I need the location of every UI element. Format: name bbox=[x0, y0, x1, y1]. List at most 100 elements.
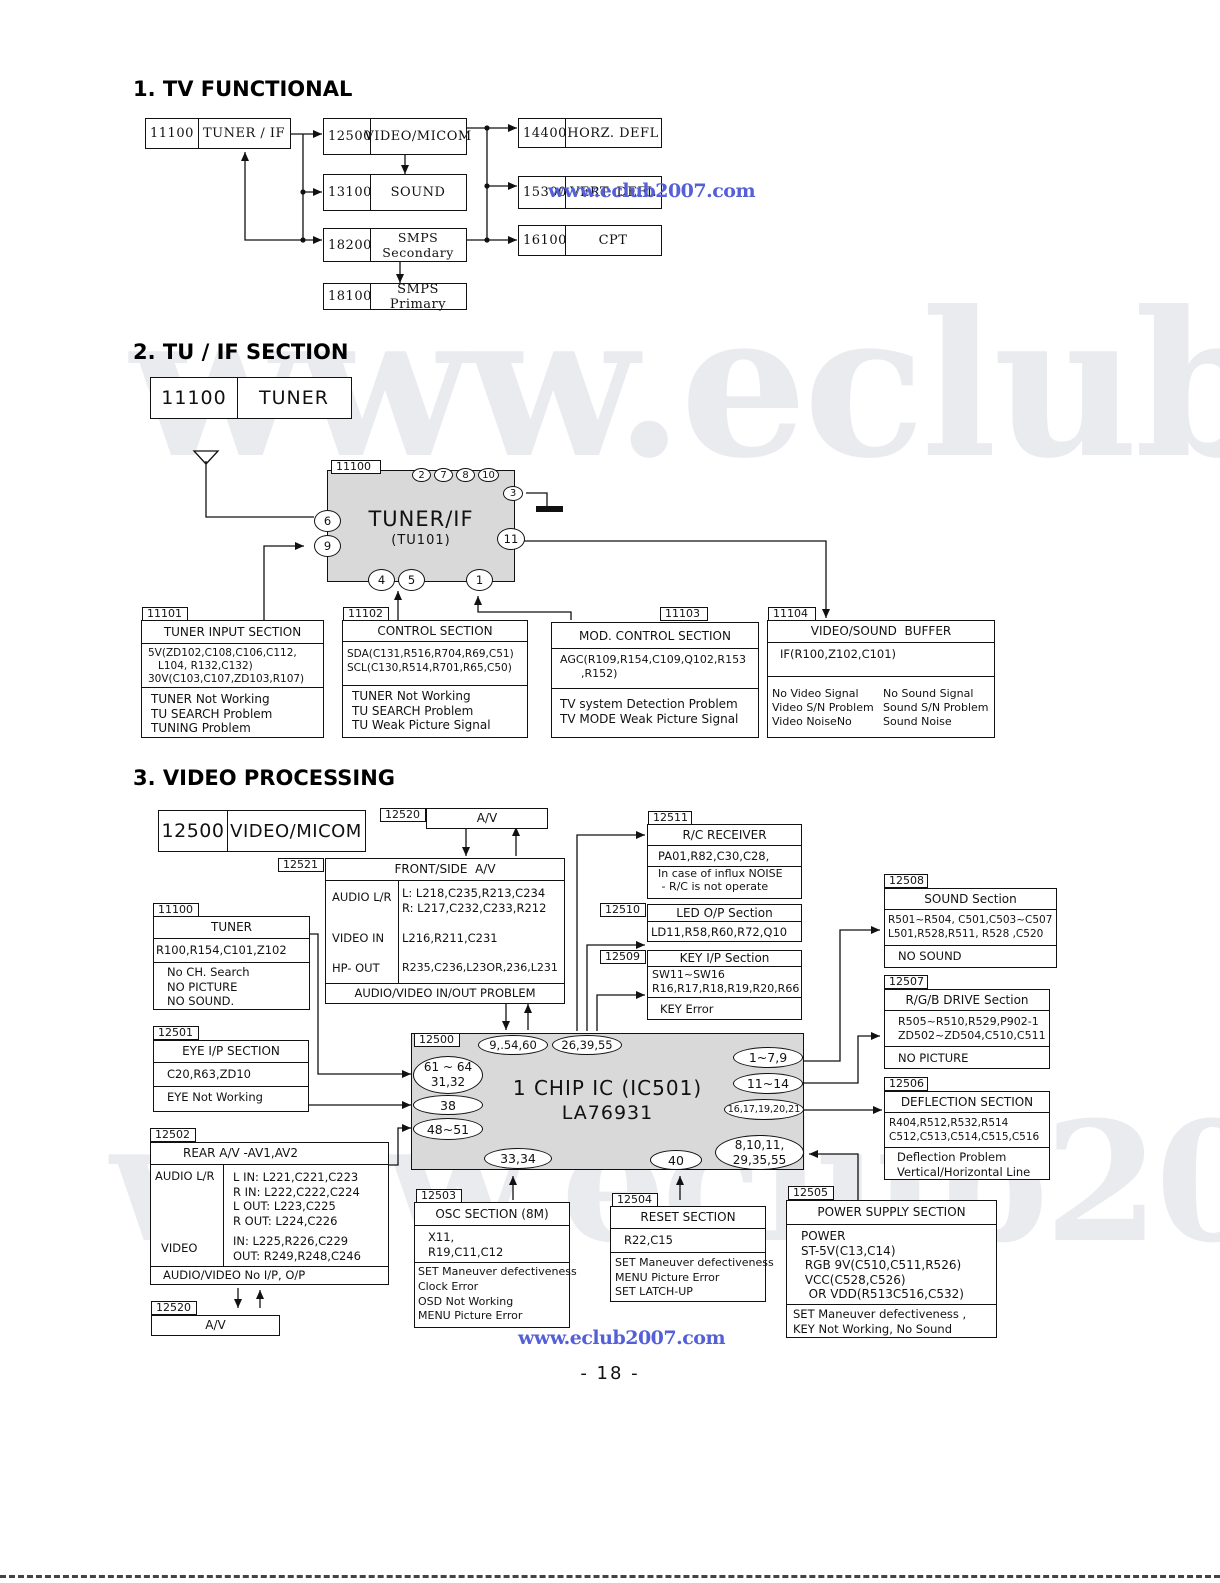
tuner-input-section: TUNER INPUT SECTION 5V(ZD102,C108,C106,C… bbox=[141, 620, 324, 738]
ic-tag: 12500 bbox=[414, 1033, 460, 1047]
block-code: 12500 bbox=[328, 129, 372, 144]
box-parts: 5V(ZD102,C108,C106,C112, L104, R132,C132… bbox=[148, 647, 305, 685]
tag-12504: 12504 bbox=[612, 1193, 658, 1207]
block-label: VERT. DEFL bbox=[569, 185, 657, 200]
tuner-title: TUNER/IF bbox=[368, 507, 474, 531]
block-sound: 13100 SOUND bbox=[323, 174, 467, 211]
box-parts: IF(R100,Z102,C101) bbox=[780, 647, 897, 661]
box-parts: LD11,R58,R60,R72,Q10 bbox=[651, 925, 788, 939]
block-horz-defl: 14400 HORZ. DEFL bbox=[518, 118, 662, 148]
audio-val: L IN: L221,C221,C223 R IN: L222,C222,C22… bbox=[233, 1170, 360, 1228]
box-parts: SW11~SW16 R16,R17,R18,R19,R20,R66 bbox=[652, 968, 800, 995]
tag-12510: 12510 bbox=[600, 903, 646, 917]
block-code: 11100 bbox=[150, 126, 194, 141]
block-label: HORZ. DEFL bbox=[567, 125, 659, 141]
box-symptoms: TV system Detection Problem TV MODE Weak… bbox=[560, 697, 739, 726]
page-number: - 18 - bbox=[580, 1363, 640, 1384]
box-symptoms: EYE Not Working bbox=[167, 1090, 263, 1104]
block-tuner-if: 11100 TUNER / IF bbox=[145, 118, 291, 149]
control-section: CONTROL SECTION SDA(C131,R516,R704,R69,C… bbox=[342, 620, 528, 738]
title-label: TUNER bbox=[259, 387, 329, 409]
box-parts: R22,C15 bbox=[624, 1233, 673, 1247]
row-video-key: VIDEO IN bbox=[332, 931, 385, 945]
box-title: FRONT/SIDE A/V bbox=[394, 862, 496, 876]
box-title: MOD. CONTROL SECTION bbox=[579, 629, 731, 643]
ic-pin-l1: 61 ~ 64 31,32 bbox=[413, 1056, 483, 1094]
ic-pin-b1: 33,34 bbox=[484, 1148, 552, 1169]
tuner-box: TUNER R100,R154,C101,Z102 No CH. Search … bbox=[153, 916, 310, 1010]
tuner-sub: (TU101) bbox=[391, 533, 451, 548]
box-title: LED O/P Section bbox=[676, 906, 773, 920]
box-symptoms-video: No Video Signal Video S/N Problem Video … bbox=[772, 687, 874, 728]
pin-11: 11 bbox=[497, 528, 525, 550]
block-code: 18200 bbox=[328, 237, 372, 253]
box-title: DEFLECTION SECTION bbox=[900, 1095, 1034, 1109]
mod-control-section: MOD. CONTROL SECTION AGC(R109,R154,C109,… bbox=[551, 622, 759, 738]
ic-pin-l3: 48~51 bbox=[413, 1118, 483, 1140]
box-symptoms-sound: No Sound Signal Sound S/N Problem Sound … bbox=[883, 687, 989, 728]
pin-9: 9 bbox=[314, 535, 341, 557]
video-val: IN: L225,R226,C229 OUT: R249,R248,C246 bbox=[233, 1234, 361, 1263]
box-parts: C20,R63,ZD10 bbox=[167, 1067, 251, 1081]
rear-av: REAR A/V -AV1,AV2 AUDIO L/R L IN: L221,C… bbox=[150, 1142, 389, 1285]
tag-12502: 12502 bbox=[150, 1128, 196, 1142]
tag-11102: 11102 bbox=[343, 607, 389, 621]
block-code: 15300 bbox=[523, 185, 567, 200]
box-title: CONTROL SECTION bbox=[377, 624, 493, 638]
box-parts: R505~R510,R529,P902-1 ZD502~ZD504,C510,C… bbox=[898, 1015, 1046, 1042]
box-parts: SDA(C131,R516,R704,R69,C51) SCL(C130,R51… bbox=[347, 648, 514, 674]
block-label: TUNER / IF bbox=[202, 126, 286, 141]
box-title: R/G/B DRIVE Section bbox=[905, 993, 1029, 1007]
ic-pin-b2: 40 bbox=[650, 1150, 702, 1170]
pin-6: 6 bbox=[314, 510, 341, 532]
eye-ip-section: EYE I/P SECTION C20,R63,ZD10 EYE Not Wor… bbox=[153, 1040, 309, 1112]
watermark-small-top: www.eclub2007.com bbox=[548, 180, 756, 202]
box-symptoms: SET Maneuver defectiveness Clock Error O… bbox=[418, 1265, 577, 1323]
pin-1: 1 bbox=[466, 569, 493, 591]
box-parts: PA01,R82,C30,C28, bbox=[658, 849, 770, 863]
block-label: SOUND bbox=[390, 185, 446, 200]
box-symptoms: TUNER Not Working TU SEARCH Problem TU W… bbox=[352, 689, 491, 732]
title-code: 11100 bbox=[161, 387, 227, 409]
box-symptoms: TUNER Not Working TU SEARCH Problem TUNI… bbox=[151, 692, 273, 735]
box-title: POWER SUPPLY SECTION bbox=[817, 1205, 966, 1219]
block-label: SMPS Secondary bbox=[382, 230, 454, 260]
box-parts: R501~R504, C501,C503~C507 L501,R528,R511… bbox=[888, 914, 1053, 940]
tag-12520-top: 12520 bbox=[380, 808, 426, 822]
box-parts: X11, R19,C11,C12 bbox=[428, 1230, 504, 1259]
tag-12521: 12521 bbox=[278, 858, 324, 872]
box-title: VIDEO/SOUND BUFFER bbox=[810, 624, 952, 638]
box-symptoms: No CH. Search NO PICTURE NO SOUND. bbox=[167, 965, 250, 1008]
block-label: CPT bbox=[598, 233, 628, 248]
av-top-label: A/V bbox=[476, 811, 498, 825]
ic-pin-r3: 16,17,19,20,21 bbox=[724, 1099, 804, 1120]
key-ip-section: KEY I/P Section SW11~SW16 R16,R17,R18,R1… bbox=[647, 950, 802, 1020]
front-side-av: FRONT/SIDE A/V AUDIO L/R L: L218,C235,R2… bbox=[325, 858, 565, 1004]
ic-title: 1 CHIP IC (IC501) bbox=[512, 1076, 703, 1100]
ic-pin-top2: 26,39,55 bbox=[552, 1035, 622, 1055]
av-bottom-label: A/V bbox=[205, 1318, 226, 1332]
box-symptoms: NO SOUND bbox=[898, 949, 962, 963]
section3-title-box: 12500 VIDEO/MICOM bbox=[158, 810, 366, 852]
box-title: TUNER bbox=[210, 920, 252, 934]
box-symptoms: In case of influx NOISE - R/C is not ope… bbox=[658, 867, 783, 893]
tag-12520-bottom: 12520 bbox=[151, 1301, 197, 1315]
tag-12508: 12508 bbox=[884, 874, 928, 888]
box-title: TUNER INPUT SECTION bbox=[163, 625, 302, 639]
box-symptoms: SET Maneuver defectiveness , KEY Not Wor… bbox=[793, 1307, 967, 1336]
pin-5: 5 bbox=[398, 569, 425, 591]
pin-4: 4 bbox=[368, 569, 395, 591]
pin-10: 10 bbox=[478, 468, 499, 482]
section3-heading: 3. VIDEO PROCESSING bbox=[133, 766, 396, 790]
ic-pin-r1: 1~7,9 bbox=[733, 1047, 803, 1068]
av-bottom-box: A/V bbox=[151, 1315, 280, 1336]
rgb-drive-section: R/G/B DRIVE Section R505~R510,R529,P902-… bbox=[884, 989, 1050, 1069]
tag-11101: 11101 bbox=[142, 607, 188, 621]
tag-12507: 12507 bbox=[884, 975, 928, 989]
row-hp-val: R235,C236,L23OR,236,L231 bbox=[402, 961, 558, 974]
box-parts: R404,R512,R532,R514 C512,C513,C514,C515,… bbox=[889, 1117, 1040, 1143]
tag-12505: 12505 bbox=[788, 1186, 834, 1200]
osc-section: OSC SECTION (8M) X11, R19,C11,C12 SET Ma… bbox=[414, 1202, 577, 1328]
box-parts: AGC(R109,R154,C109,Q102,R153 ,R152) bbox=[560, 653, 747, 680]
